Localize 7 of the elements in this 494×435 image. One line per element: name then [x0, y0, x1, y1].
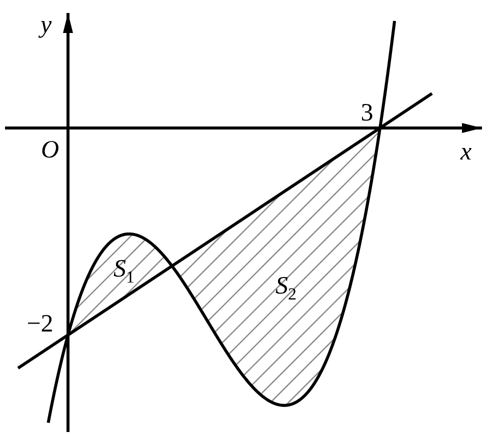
axis-label: x [460, 140, 472, 164]
region-label: S$_{1}$ [114, 256, 134, 286]
axis-label: y [40, 12, 52, 38]
region-label: S$_{2}$ [276, 274, 296, 302]
tick-label: 3 [360, 100, 374, 126]
origin-label: O [40, 138, 60, 162]
tick-label: −2 [26, 312, 54, 336]
